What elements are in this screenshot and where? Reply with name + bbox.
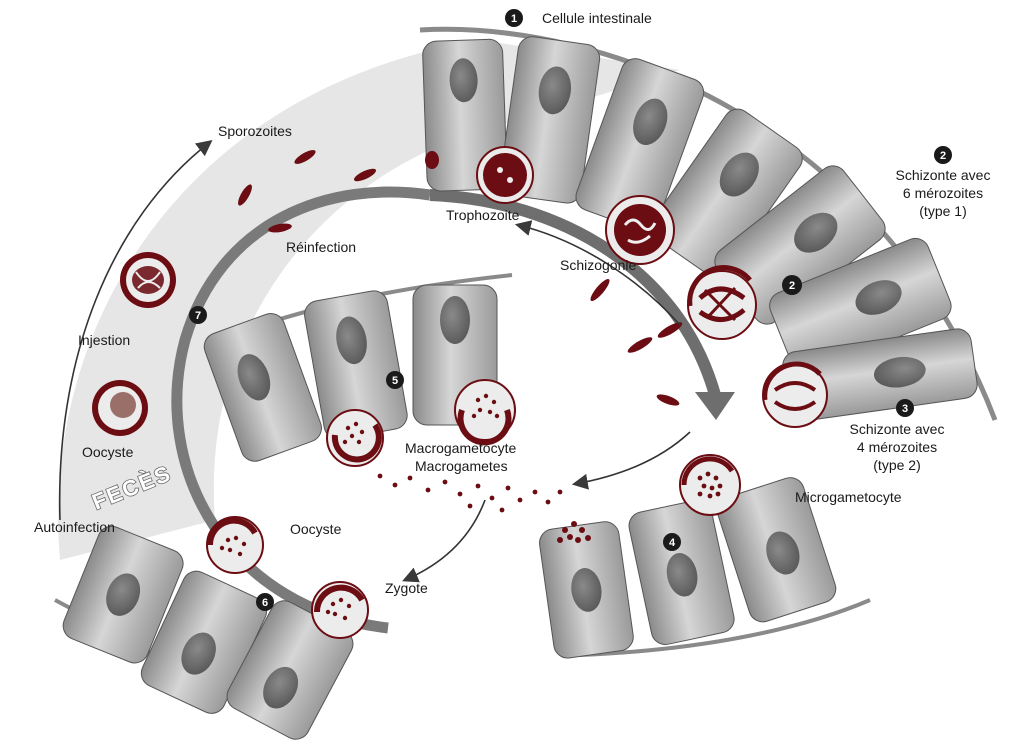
label-oocyste-bottom: Oocyste bbox=[290, 521, 342, 537]
svg-text:6: 6 bbox=[262, 597, 268, 609]
label-trophozoite: Trophozoite bbox=[446, 207, 520, 223]
label-schizonte-type1-line3: (type 1) bbox=[919, 203, 966, 219]
fertilization-arrow bbox=[405, 500, 485, 580]
label-schizonte-type2-line3: (type 2) bbox=[873, 457, 920, 473]
free-gametes bbox=[378, 474, 563, 513]
label-macrogametes: Macrogametes bbox=[415, 458, 508, 474]
svg-text:1: 1 bbox=[511, 13, 517, 25]
gametogony-arrow bbox=[575, 432, 690, 484]
trophozoite-parasite bbox=[477, 147, 533, 203]
oocyst-injestion bbox=[120, 252, 176, 308]
label-cellule-intestinale: Cellule intestinale bbox=[542, 10, 652, 26]
schizont-type2 bbox=[763, 363, 827, 427]
cell-mid-1 bbox=[200, 310, 325, 466]
label-oocyste-left: Oocyste bbox=[82, 444, 134, 460]
macrogametocyte-2 bbox=[455, 380, 515, 442]
step-badge-5: 5 bbox=[386, 371, 404, 389]
microgametocyte bbox=[680, 455, 740, 515]
label-schizonte-type2-line2: 4 mérozoites bbox=[857, 439, 937, 455]
oocyst-in-cell-1 bbox=[207, 517, 263, 573]
label-schizonte-type1-line2: 6 mérozoites bbox=[903, 185, 983, 201]
svg-text:5: 5 bbox=[392, 375, 398, 387]
svg-text:2: 2 bbox=[789, 280, 795, 292]
step-badge-2: 2 bbox=[782, 275, 802, 295]
label-sporozoites: Sporozoites bbox=[218, 123, 292, 139]
label-schizonte-type1-line1: Schizonte avec bbox=[896, 167, 991, 183]
cell-br-1 bbox=[538, 520, 635, 660]
svg-text:4: 4 bbox=[669, 537, 676, 549]
step-badge-7: 7 bbox=[189, 306, 207, 324]
macrogametocyte-1 bbox=[327, 410, 383, 466]
label-schizonte-type2-line1: Schizonte avec bbox=[850, 421, 945, 437]
main-cycle-arrowhead bbox=[695, 392, 735, 420]
svg-text:7: 7 bbox=[195, 310, 201, 322]
schizont-type1 bbox=[688, 268, 756, 339]
step-badge-4: 4 bbox=[663, 533, 681, 551]
label-microgametocyte: Microgametocyte bbox=[795, 489, 902, 505]
epithelium-bottom-right bbox=[538, 455, 870, 660]
label-zygote: Zygote bbox=[385, 580, 428, 596]
label-injestion: Injestion bbox=[78, 332, 130, 348]
svg-text:3: 3 bbox=[902, 403, 908, 415]
oocyst-in-cell-2 bbox=[312, 582, 368, 638]
step-badge-3: 3 bbox=[896, 399, 914, 417]
step-badge-2-header: 2 bbox=[934, 146, 952, 164]
label-reinfection: Réinfection bbox=[286, 239, 356, 255]
schizont-developing bbox=[606, 196, 674, 264]
oocyst-feces bbox=[92, 380, 148, 436]
label-schizogonie: Schizogonie bbox=[560, 257, 636, 273]
step-badge-6: 6 bbox=[256, 593, 274, 611]
epithelium-bottom-left bbox=[55, 517, 368, 744]
step-badge-1: 1 bbox=[505, 9, 523, 27]
svg-text:2: 2 bbox=[940, 150, 946, 162]
label-autoinfection: Autoinfection bbox=[34, 519, 115, 535]
label-macrogametocyte: Macrogametocyte bbox=[405, 440, 516, 456]
